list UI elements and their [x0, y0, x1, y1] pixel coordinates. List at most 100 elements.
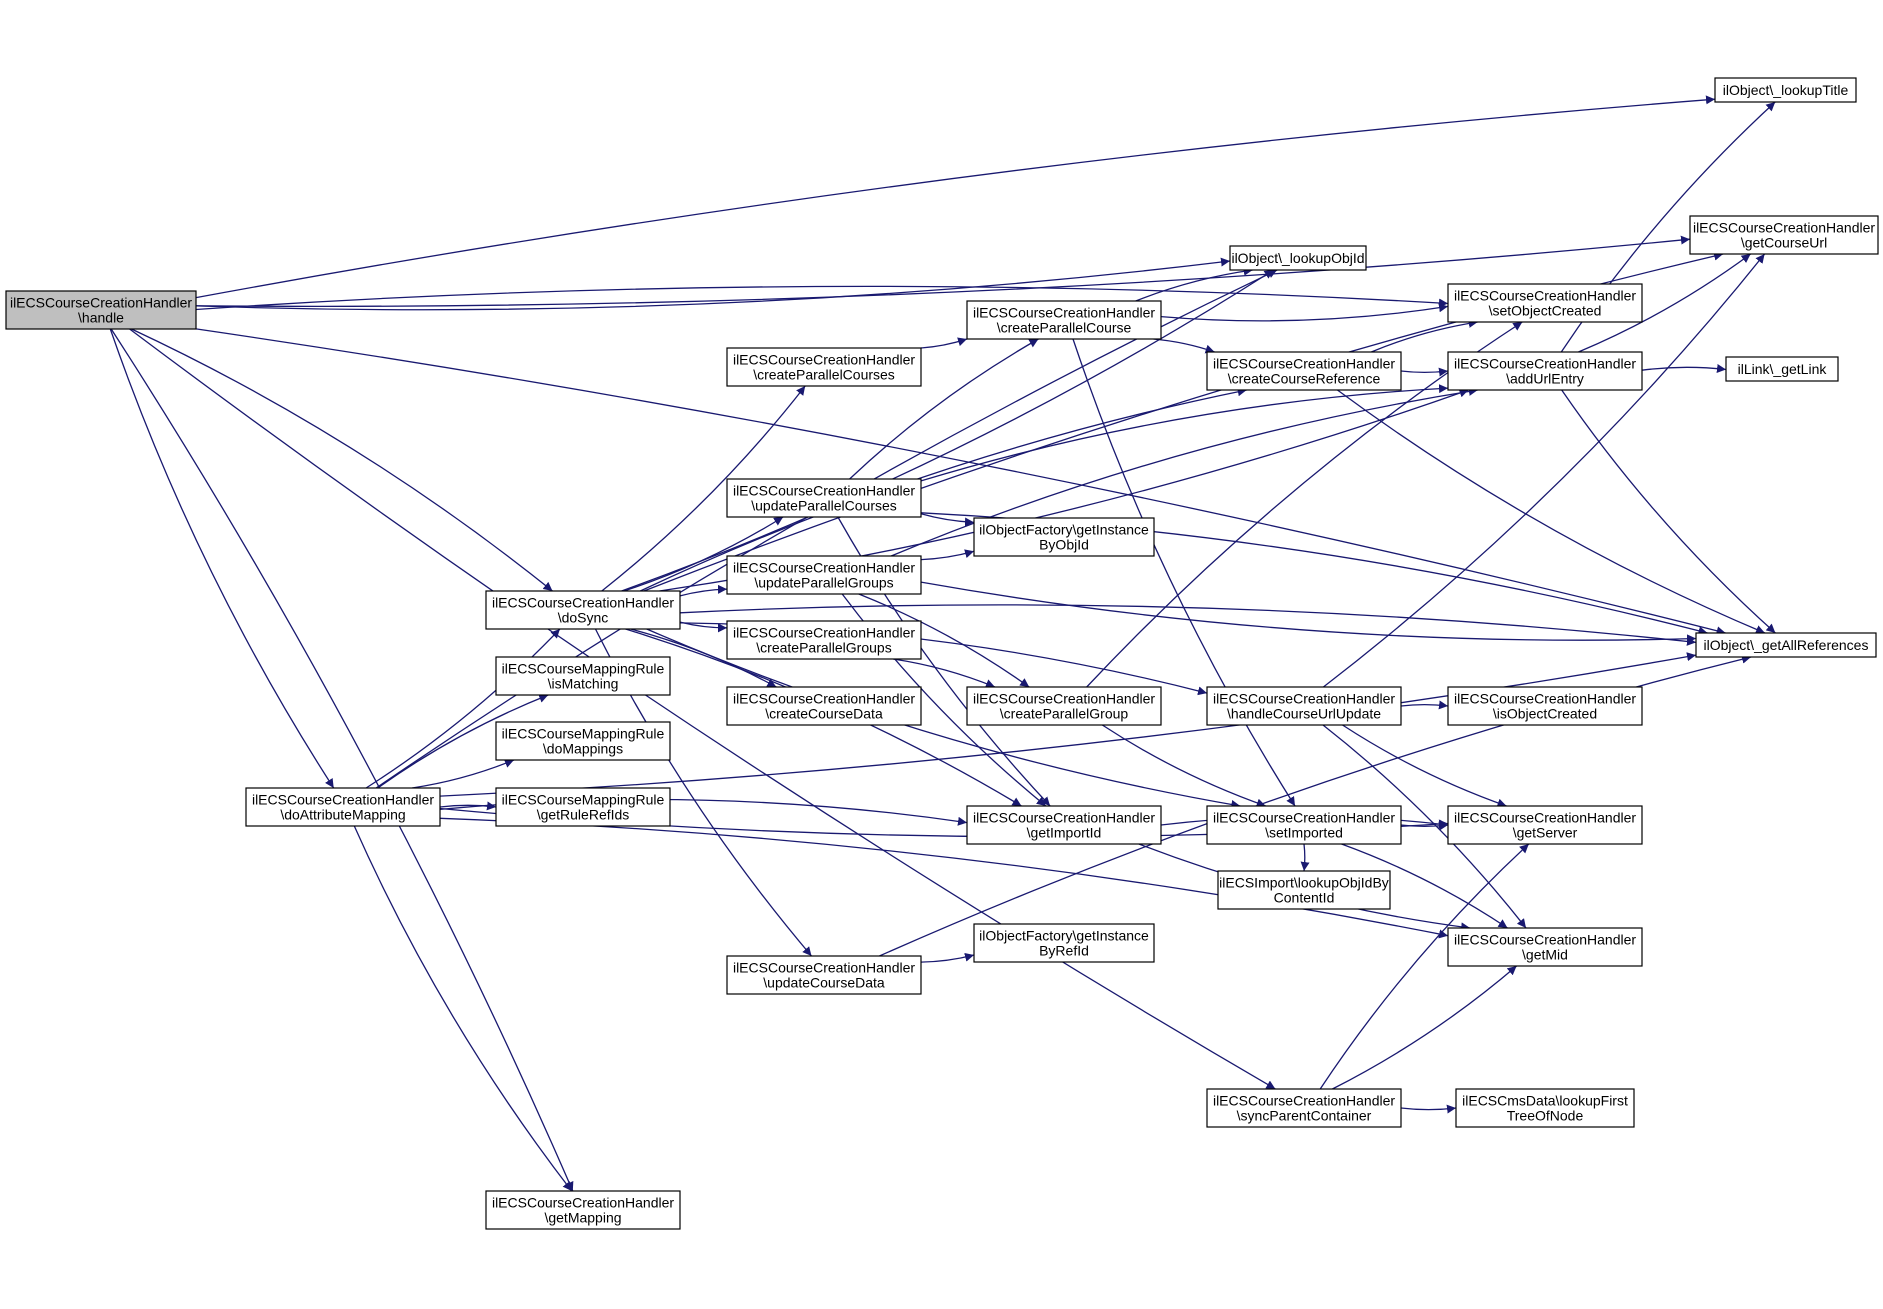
node-box	[245, 787, 441, 827]
edge-path	[858, 593, 1030, 688]
edge-path	[195, 95, 1716, 299]
edge-handle-to-setObjectCreated	[195, 285, 1449, 311]
node-label-line: ilECSCourseCreationHandler	[1213, 691, 1395, 707]
node-isObjectCreated[interactable]: ilECSCourseCreationHandler\isObjectCreat…	[1447, 686, 1643, 726]
edge-path	[621, 269, 1274, 592]
node-createCourseData[interactable]: ilECSCourseCreationHandler\createCourseD…	[726, 686, 922, 726]
node-createParallelCourses[interactable]: ilECSCourseCreationHandler\createParalle…	[726, 347, 922, 387]
node-updateCourseData[interactable]: ilECSCourseCreationHandler\updateCourseD…	[726, 955, 922, 995]
edge-doAttributeMapping-to-getAllReferences	[439, 652, 1697, 797]
node-updateParallelGroups[interactable]: ilECSCourseCreationHandler\updateParalle…	[726, 555, 922, 595]
edge-doSync-to-updateParallelCourses	[623, 516, 784, 592]
node-box	[1714, 77, 1857, 103]
node-box	[1217, 870, 1391, 910]
node-label-line: ilECSImport\lookupObjIdBy	[1219, 875, 1389, 891]
node-label-line: ilObjectFactory\getInstance	[979, 928, 1149, 944]
node-doAttributeMapping[interactable]: ilECSCourseCreationHandler\doAttributeMa…	[245, 787, 441, 827]
node-getMapping[interactable]: ilECSCourseCreationHandler\getMapping	[485, 1190, 681, 1230]
node-box	[485, 590, 681, 630]
node-getImportId[interactable]: ilECSCourseCreationHandler\getImportId	[966, 805, 1162, 845]
node-box	[726, 347, 922, 387]
node-createCourseReference[interactable]: ilECSCourseCreationHandler\createCourseR…	[1206, 351, 1402, 391]
edge-layer	[109, 95, 1776, 1192]
edge-updateParallelCourses-to-createParallelCourse	[849, 338, 1039, 480]
node-setObjectCreated[interactable]: ilECSCourseCreationHandler\setObjectCrea…	[1447, 283, 1643, 323]
edge-doSync-to-createCourseReference	[640, 387, 1247, 592]
node-handle[interactable]: ilECSCourseCreationHandler\handle	[5, 290, 197, 330]
edge-path	[679, 584, 728, 597]
edge-path	[640, 387, 1247, 592]
node-doSync[interactable]: ilECSCourseCreationHandler\doSync	[485, 590, 681, 630]
node-lookupObjId[interactable]: ilObject\_lookupObjId	[1229, 245, 1367, 271]
edge-path	[377, 694, 549, 789]
node-lookupTitle[interactable]: ilObject\_lookupTitle	[1714, 77, 1857, 103]
edge-path	[353, 825, 573, 1192]
node-createParallelGroups[interactable]: ilECSCourseCreationHandler\createParalle…	[726, 620, 922, 660]
node-label-line: ilECSCourseCreationHandler	[1454, 288, 1636, 304]
node-box	[973, 517, 1155, 557]
edge-createCourseReference-to-getAllReferences	[1337, 389, 1766, 634]
node-getLink[interactable]: ilLink\_getLink	[1725, 356, 1839, 382]
node-box	[726, 620, 922, 660]
node-isMatching[interactable]: ilECSCourseMappingRule\isMatching	[495, 656, 671, 696]
node-label-line: ilECSCourseCreationHandler	[1454, 932, 1636, 948]
node-label-line: ilECSCourseCreationHandler	[252, 792, 434, 808]
node-box	[5, 290, 197, 330]
node-createParallelCourse[interactable]: ilECSCourseCreationHandler\createParalle…	[966, 300, 1162, 340]
node-label-line: ilObject\_lookupObjId	[1231, 250, 1364, 266]
edge-updateParallelGroups-to-addUrlEntry	[890, 386, 1478, 557]
node-getMid[interactable]: ilECSCourseCreationHandler\getMid	[1447, 927, 1643, 967]
edge-createParallelCourse-to-setObjectCreated	[1160, 303, 1449, 322]
node-label-line: ilECSCourseCreationHandler	[733, 960, 915, 976]
node-getCourseUrl[interactable]: ilECSCourseCreationHandler\getCourseUrl	[1689, 215, 1879, 255]
node-box	[1455, 1088, 1635, 1128]
node-box	[1447, 805, 1643, 845]
node-label-line: \doSync	[558, 610, 609, 626]
node-label-line: ilECSCmsData\lookupFirst	[1462, 1093, 1628, 1109]
node-label-line: \doMappings	[543, 741, 623, 757]
node-createParallelGroup[interactable]: ilECSCourseCreationHandler\createParalle…	[966, 686, 1162, 726]
edge-addUrlEntry-to-getLink	[1641, 364, 1727, 373]
edge-addUrlEntry-to-getAllReferences	[1561, 389, 1776, 634]
edge-handleCourseUrlUpdate-to-isObjectCreated	[1400, 700, 1449, 710]
node-getAllReferences[interactable]: ilObject\_getAllReferences	[1695, 632, 1877, 658]
edge-path	[1400, 1104, 1457, 1114]
node-doMappings[interactable]: ilECSCourseMappingRule\doMappings	[495, 721, 671, 761]
node-label-line: ByRefId	[1039, 943, 1089, 959]
node-handleCourseUrlUpdate[interactable]: ilECSCourseCreationHandler\handleCourseU…	[1206, 686, 1402, 726]
edge-updateCourseData-to-getInstanceByRefId	[920, 952, 975, 963]
edge-createParallelCourse-to-lookupObjId	[1135, 266, 1253, 302]
edge-syncParentContainer-to-getMid	[1332, 965, 1518, 1090]
node-addUrlEntry[interactable]: ilECSCourseCreationHandler\addUrlEntry	[1447, 351, 1643, 391]
edge-path	[920, 549, 975, 561]
node-box	[1206, 351, 1402, 391]
node-label-line: ilECSCourseCreationHandler	[1213, 810, 1395, 826]
node-label-line: ilECSCourseCreationHandler	[733, 352, 915, 368]
edge-path	[131, 328, 553, 592]
node-setImported[interactable]: ilECSCourseCreationHandler\setImported	[1206, 805, 1402, 845]
node-box	[495, 721, 671, 761]
node-box	[1447, 283, 1643, 323]
edge-doSync-to-updateParallelGroups	[679, 584, 728, 597]
node-getServer[interactable]: ilECSCourseCreationHandler\getServer	[1447, 805, 1643, 845]
node-box	[495, 787, 671, 827]
node-syncParentContainer[interactable]: ilECSCourseCreationHandler\syncParentCon…	[1206, 1088, 1402, 1128]
edge-path	[601, 385, 806, 592]
edge-path	[1322, 724, 1527, 929]
node-label-line: ilECSCourseCreationHandler	[733, 483, 915, 499]
node-getRuleRefIds[interactable]: ilECSCourseMappingRule\getRuleRefIds	[495, 787, 671, 827]
node-box	[726, 478, 922, 518]
node-box	[966, 686, 1162, 726]
node-label-line: \addUrlEntry	[1506, 371, 1584, 387]
edge-path	[1400, 821, 1449, 831]
node-label-line: ilECSCourseCreationHandler	[1454, 356, 1636, 372]
node-box	[973, 923, 1155, 963]
node-label-line: \createParallelGroups	[756, 640, 891, 656]
node-updateParallelCourses[interactable]: ilECSCourseCreationHandler\updateParalle…	[726, 478, 922, 518]
edge-path	[1641, 364, 1727, 373]
